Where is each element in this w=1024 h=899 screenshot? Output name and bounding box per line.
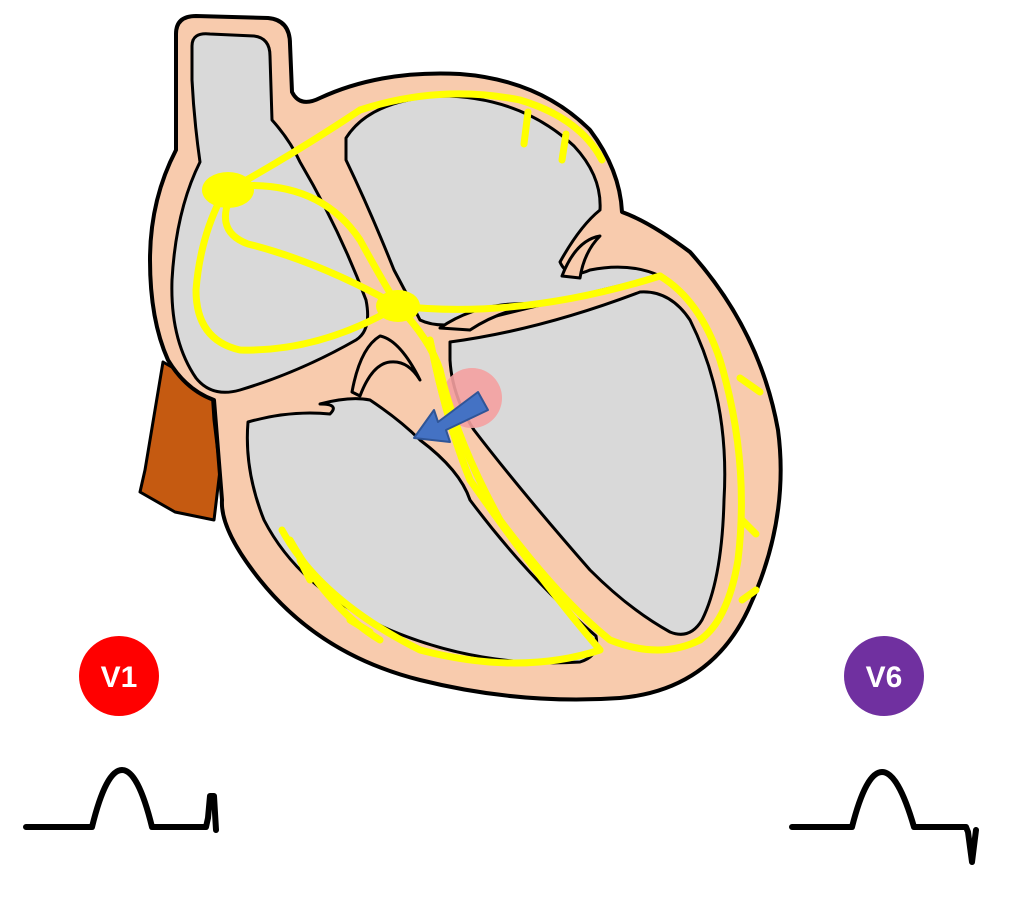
tricuspid-valve <box>350 334 422 398</box>
lead-v1-label: V1 <box>101 661 138 694</box>
lead-v6-circle <box>844 636 924 716</box>
lead-v1-badge: V1 <box>79 636 159 716</box>
lead-v1-circle <box>79 636 159 716</box>
right-atrium <box>170 32 370 394</box>
sa-node <box>202 172 254 208</box>
ecg-trace-v6 <box>789 769 979 865</box>
left-ventricle <box>448 290 727 636</box>
mitral-valve-posterior <box>560 234 602 280</box>
depolarization-arrow <box>413 391 489 443</box>
lead-v6-label: V6 <box>866 661 903 694</box>
ecg-trace-v1 <box>23 767 219 833</box>
lead-v6-badge: V6 <box>844 636 924 716</box>
